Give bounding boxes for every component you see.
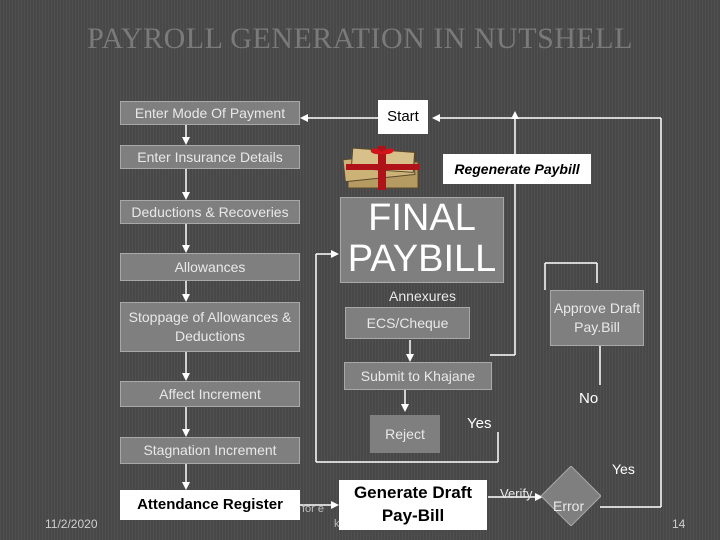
no-label: No <box>579 390 599 407</box>
affect-increment-box[interactable]: Affect Increment <box>120 381 300 407</box>
slide-date: 11/2/2020 <box>45 517 98 531</box>
reject-box[interactable]: Reject <box>370 415 440 453</box>
final-title-line1: FINAL <box>368 197 476 239</box>
deductions-recoveries-box[interactable]: Deductions & Recoveries <box>120 200 300 224</box>
stagnation-increment-box[interactable]: Stagnation Increment <box>120 437 300 464</box>
final-paybill-box: FINAL PAYBILL <box>340 197 504 283</box>
faded-text-2: k <box>334 518 340 530</box>
ecs-cheque-box[interactable]: ECS/Cheque <box>345 307 470 339</box>
yes-error-label: Yes <box>612 461 635 477</box>
attendance-register-box[interactable]: Attendance Register <box>120 490 300 520</box>
mode-of-payment-box[interactable]: Enter Mode Of Payment <box>120 101 300 125</box>
verify-label: Verify <box>500 486 533 501</box>
annexures-box[interactable]: Annexures <box>389 287 456 304</box>
yes-reject-label: Yes <box>467 415 492 432</box>
start-box[interactable]: Start <box>378 100 428 134</box>
submit-khajane-box[interactable]: Submit to Khajane <box>344 362 492 390</box>
error-label: Error <box>553 498 585 514</box>
money-gift-icon <box>342 146 420 190</box>
generate-draft-box[interactable]: Generate Draft Pay-Bill <box>339 480 487 530</box>
final-title-line2: PAYBILL <box>347 238 497 280</box>
slide-number: 14 <box>672 517 686 531</box>
insurance-details-box[interactable]: Enter Insurance Details <box>120 145 300 169</box>
slide-title: PAYROLL GENERATION IN NUTSHELL <box>87 22 633 55</box>
allowances-box[interactable]: Allowances <box>120 253 300 281</box>
regenerate-paybill-box[interactable]: Regenerate Paybill <box>443 154 591 184</box>
approve-draft-box[interactable]: Approve Draft Pay.Bill <box>550 290 644 346</box>
stoppage-box[interactable]: Stoppage of Allowances & Deductions <box>120 302 300 352</box>
faded-text-1: for e <box>302 503 325 515</box>
error-decision-diamond[interactable] <box>541 466 601 526</box>
